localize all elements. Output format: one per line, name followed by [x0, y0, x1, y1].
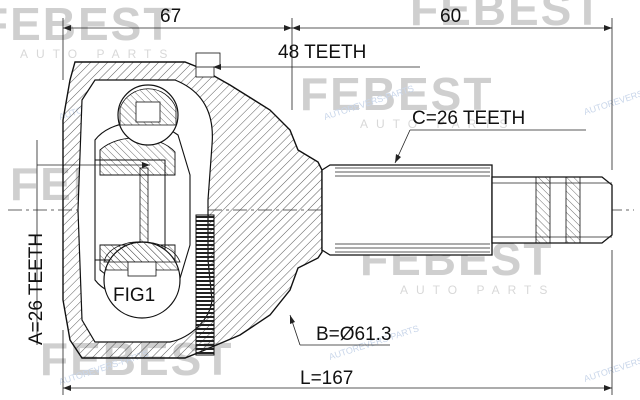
svg-text:FEBEST: FEBEST	[410, 0, 603, 35]
svg-text:AUTOREVERS-PARTS: AUTOREVERS-PARTS	[583, 78, 640, 117]
outer-housing	[62, 61, 323, 359]
svg-text:AUTO PARTS: AUTO PARTS	[20, 47, 175, 61]
fig1-label: FIG1	[113, 285, 155, 306]
svg-text:FEBEST: FEBEST	[0, 0, 173, 50]
dim-shaft-length-label: 60	[440, 6, 461, 27]
outer-spline-label: C=26 TEETH	[412, 108, 525, 129]
abs-diameter-label: B=Ø61.3	[316, 324, 392, 345]
ball-top	[117, 84, 179, 146]
dim-outer-length: 67	[62, 6, 293, 110]
svg-text:AUTO PARTS: AUTO PARTS	[400, 283, 555, 297]
callout-abs-teeth: 48 TEETH	[213, 42, 420, 70]
svg-text:AUTOREVERS-PARTS: AUTOREVERS-PARTS	[583, 345, 640, 384]
callout-inner-spline: A=26 TEETH	[26, 140, 150, 345]
inner-spline-label: A=26 TEETH	[26, 233, 47, 345]
callout-abs-diameter: B=Ø61.3	[289, 314, 392, 346]
callout-outer-spline: C=26 TEETH	[394, 108, 586, 164]
dim-shaft-length: 60	[292, 6, 613, 170]
abs-teeth-label: 48 TEETH	[278, 42, 366, 63]
dim-total-length: L=167	[62, 250, 613, 395]
stub-shaft	[321, 164, 613, 256]
svg-text:FEBEST: FEBEST	[300, 68, 493, 120]
abs-ring	[195, 52, 221, 356]
dim-outer-length-label: 67	[160, 6, 181, 27]
svg-text:AUTO PARTS: AUTO PARTS	[360, 117, 515, 131]
fig1-ball: FIG1	[103, 241, 181, 319]
dim-total-length-label: L=167	[300, 368, 353, 389]
